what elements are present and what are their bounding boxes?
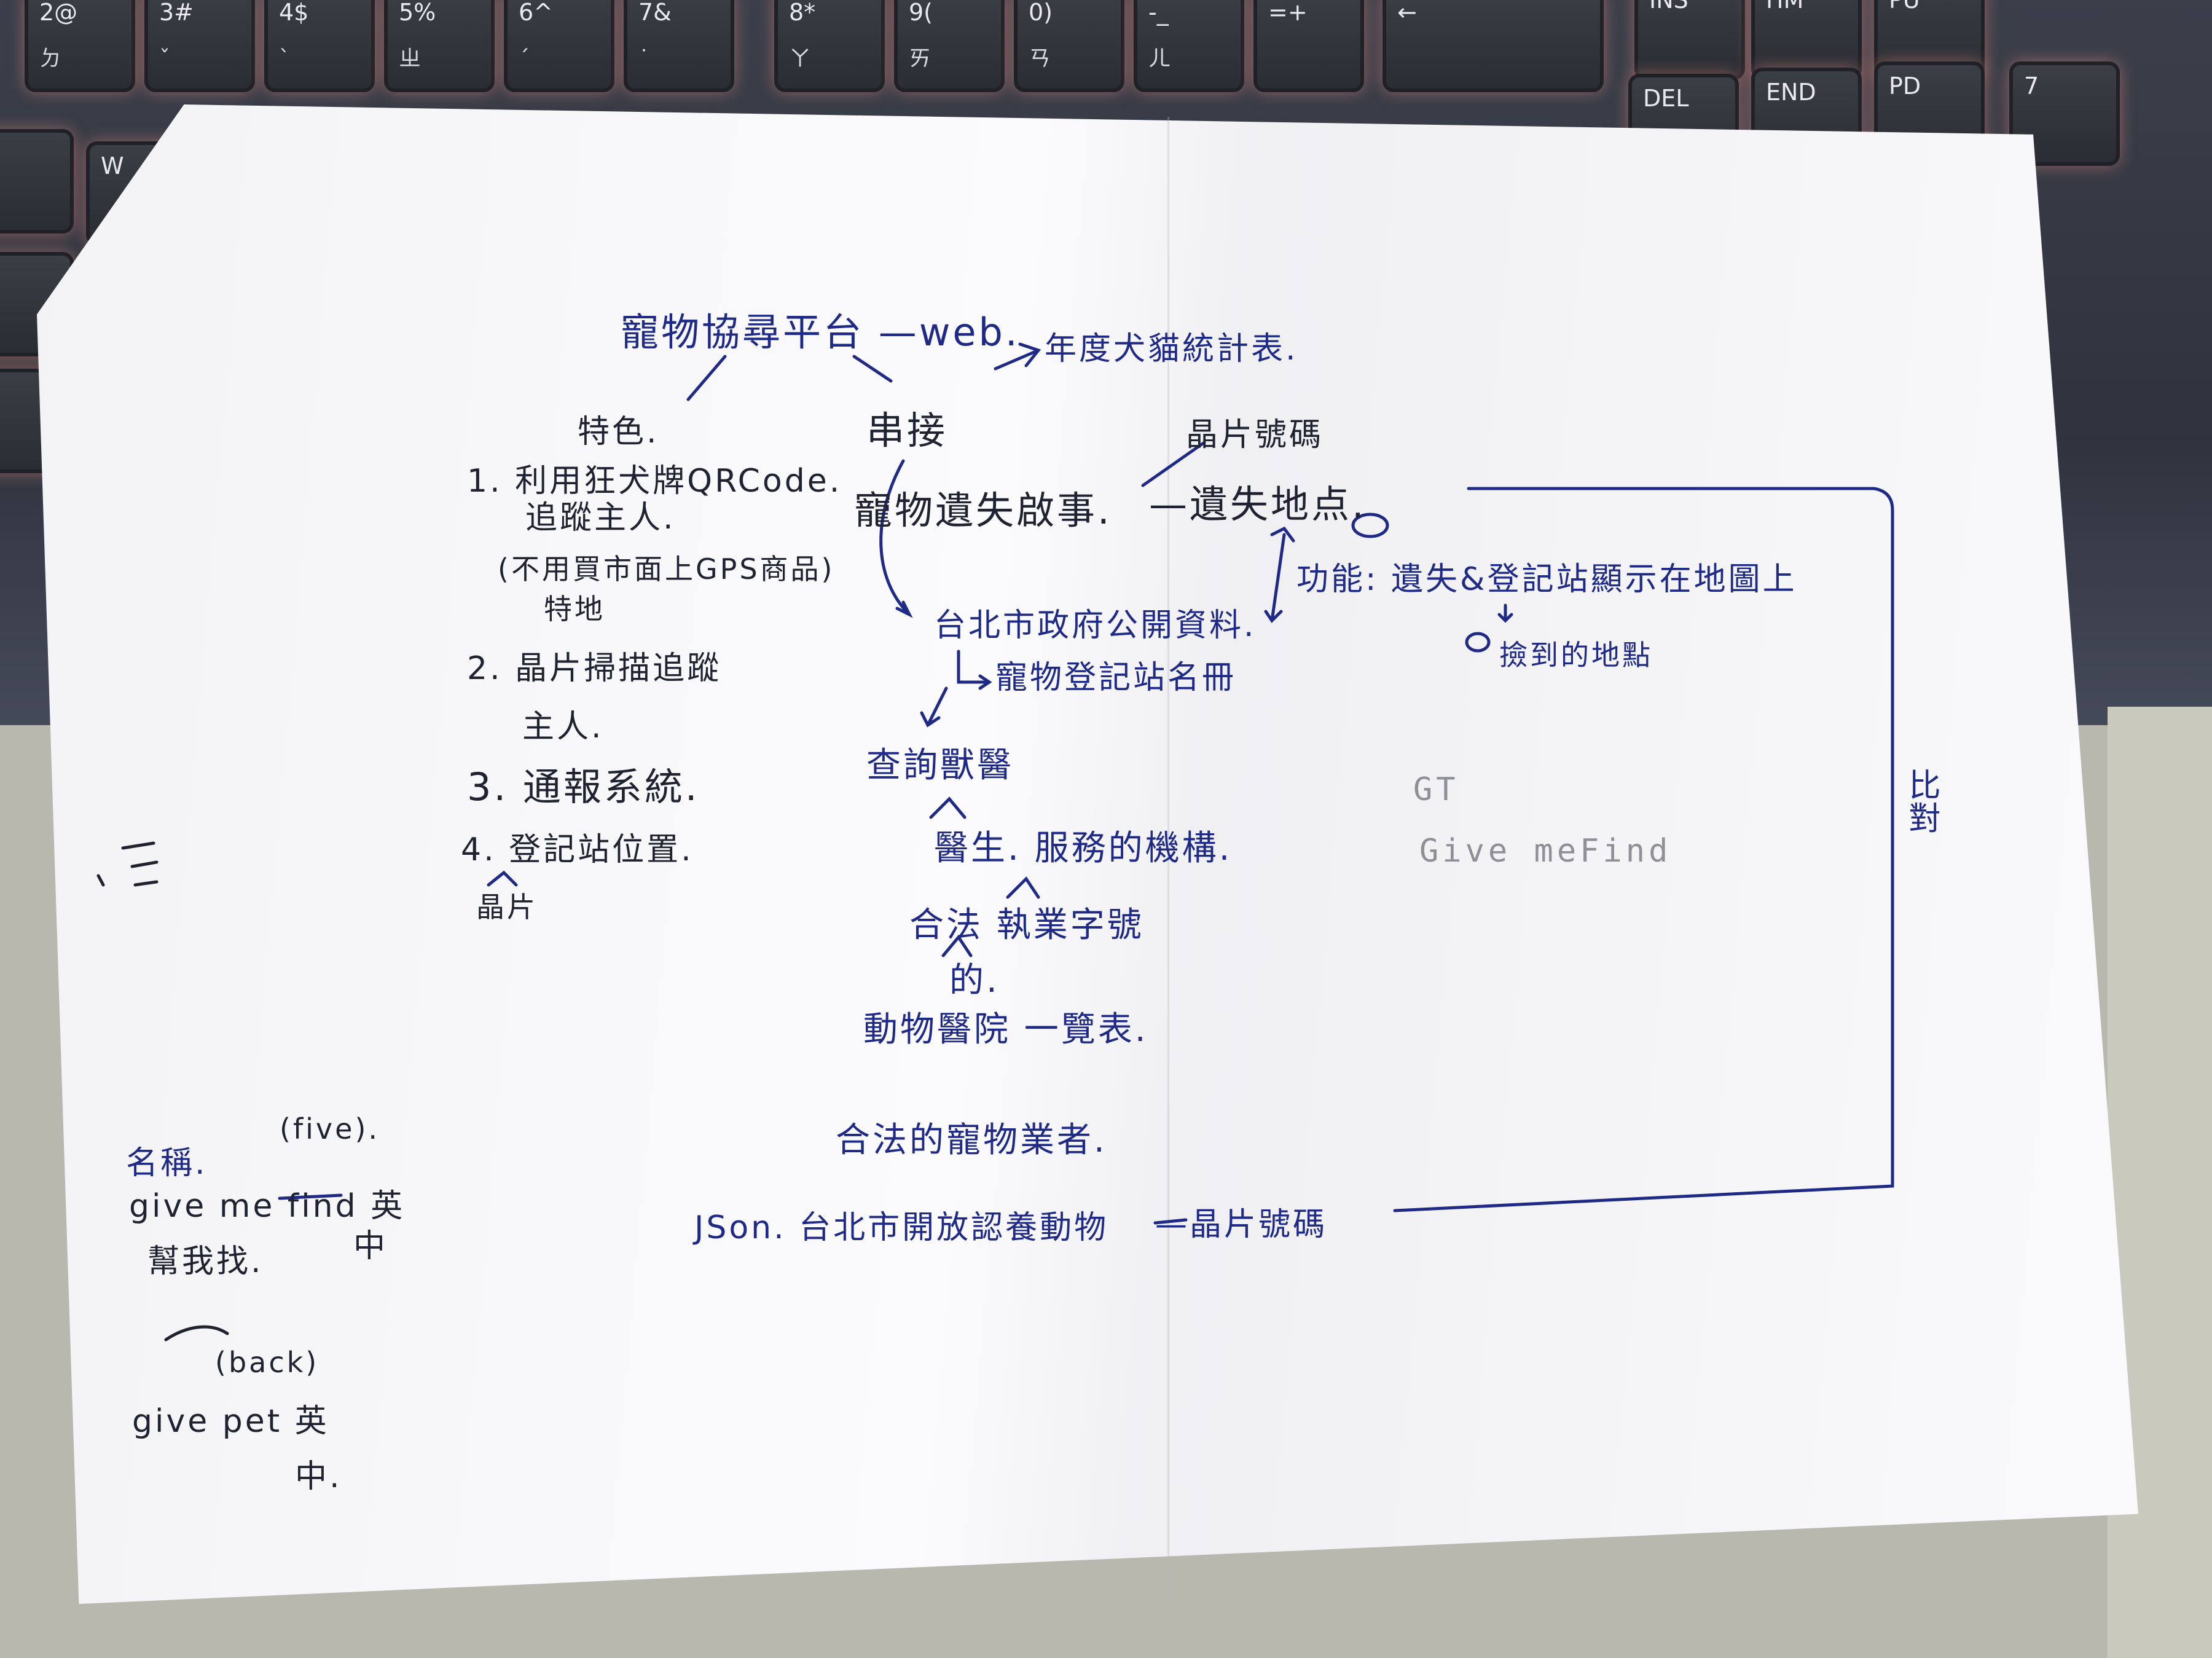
five-note: (five).	[280, 1112, 380, 1145]
lost-story: 寵物遺失啟事.	[854, 488, 1112, 533]
feature-4: 4. 登記站位置.	[461, 831, 694, 868]
name-label: 名稱.	[126, 1145, 208, 1182]
gov-data: 台北市政府公開資料.	[934, 607, 1257, 644]
feature-1-line-4: 特地	[544, 592, 605, 626]
of-text: 的.	[949, 961, 1000, 1000]
json-line: JSon. 台北市開放認養動物	[694, 1209, 1109, 1246]
give-me-find-pencil: Give meFind	[1419, 833, 1672, 870]
found-place: 撿到的地點	[1499, 638, 1653, 672]
paper-fold	[1167, 117, 1169, 1604]
keyboard-key: 3#ˇ	[144, 0, 255, 92]
json-chip: —晶片號碼	[1155, 1206, 1328, 1243]
chip-connector	[1141, 441, 1206, 487]
function-down-arrow	[1497, 603, 1513, 623]
keyboard-key: 6^ˊ	[504, 0, 614, 92]
hospital-list: 動物醫院 一覽表.	[863, 1010, 1148, 1050]
legal-pet-business: 合法的寵物業者.	[836, 1120, 1107, 1160]
back-note: (back)	[215, 1346, 320, 1379]
features-heading: 特色.	[578, 414, 659, 450]
title-branch-right	[852, 355, 893, 383]
feature-2-line-1: 2. 晶片掃描追蹤	[467, 650, 722, 687]
query-arrow	[920, 686, 948, 728]
give-me-find: give me find 英	[129, 1188, 406, 1225]
title-text: 寵物協尋平台 —web.	[621, 310, 1020, 355]
curve-arrow-gov	[879, 459, 913, 618]
compare-loop	[1393, 487, 1894, 1212]
title-branch-left	[686, 355, 727, 401]
query-vet: 查詢獸醫	[866, 745, 1014, 785]
keyboard-key: Qㄆ	[0, 129, 74, 234]
keyboard-key: 0)ㄢ	[1014, 0, 1124, 92]
globe-doodle-2	[1465, 632, 1491, 653]
margin-ticks	[96, 841, 159, 887]
chip-number: 晶片號碼	[1186, 417, 1324, 454]
feature-3: 3. 通報系統.	[467, 764, 700, 809]
gt-pencil: GT	[1413, 771, 1459, 808]
vet-services: 醫生. 服務的機構.	[934, 828, 1233, 868]
caret-mark-1	[929, 796, 967, 819]
keyboard-key: 7&˙	[624, 0, 734, 92]
json-dash	[1153, 1218, 1188, 1225]
black-scribble	[164, 1325, 229, 1342]
compare-note: 比對	[1903, 768, 1940, 835]
paper-sheet	[37, 104, 2138, 1604]
zhong-1: 中	[353, 1228, 388, 1265]
feature-4-extra: 晶片	[476, 890, 538, 924]
keyboard-key: 2@ㄉ	[25, 0, 135, 92]
zhong-2: 中.	[295, 1458, 342, 1495]
help-find: 幫我找.	[147, 1243, 264, 1280]
lost-place: —遺失地点.	[1149, 482, 1367, 527]
keyboard-key: 8*ㄚ	[774, 0, 885, 92]
feature-1-line-2: 追蹤主人.	[525, 500, 676, 536]
pet-registry: 寵物登記站名冊	[995, 659, 1237, 696]
stats-note: 年度犬貓統計表.	[1045, 331, 1298, 367]
keyboard-key: 4$ˋ	[264, 0, 375, 92]
stats-arrow	[994, 342, 1041, 371]
caret-mark-4	[487, 870, 518, 887]
registry-arrow	[957, 650, 992, 690]
feature-2-line-2: 主人.	[522, 709, 604, 745]
chuanjie-text: 串接	[866, 408, 948, 453]
caret-mark-3	[941, 934, 973, 957]
keyboard-key: ←	[1382, 0, 1604, 92]
function-note: 功能: 遺失&登記站顯示在地圖上	[1296, 561, 1797, 598]
feature-1-line-1: 1. 利用狂犬牌QRCode.	[467, 463, 842, 500]
find-underline	[278, 1193, 343, 1200]
feature-1-line-3: (不用買市面上GPS商品)	[498, 552, 835, 586]
keyboard-key: -_ㄦ	[1134, 0, 1244, 92]
keyboard-key: 5%ㄓ	[384, 0, 495, 92]
give-pet: give pet 英	[132, 1403, 329, 1440]
legal-license: 合法 執業字號	[909, 905, 1144, 945]
keyboard-key: HM	[1751, 0, 1862, 80]
up-down-arrow	[1264, 526, 1295, 623]
keyboard-key: =+	[1253, 0, 1364, 92]
globe-doodle-1	[1351, 513, 1389, 538]
keyboard-key: 9(ㄞ	[894, 0, 1005, 92]
caret-mark-2	[1006, 876, 1040, 899]
